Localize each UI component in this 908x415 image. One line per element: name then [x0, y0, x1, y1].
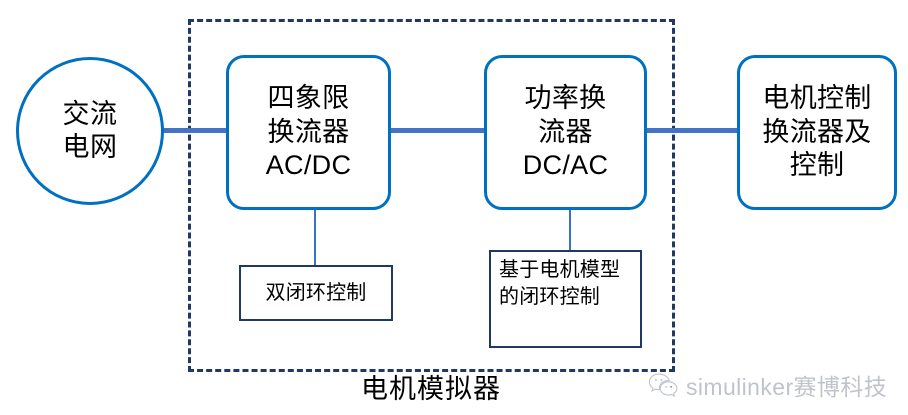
group-caption-motor-simulator: 电机模拟器: [361, 374, 501, 404]
node-model-based-closed-loop-control[interactable]: 基于电机模型的闭环控制: [489, 250, 642, 348]
node-ac-grid[interactable]: 交流电网: [16, 57, 164, 205]
node-motor-control-converter-label: 电机控制换流器及控制: [762, 83, 872, 181]
watermark: simulinker赛博科技: [648, 368, 887, 402]
node-dual-closed-loop-control[interactable]: 双闭环控制: [239, 265, 393, 321]
connector-power-converter-to-motor-control: [645, 128, 740, 133]
node-dual-closed-loop-control-label: 双闭环控制: [265, 281, 367, 304]
connector-grid-to-four-quadrant: [162, 128, 229, 133]
connector-four-quadrant-to-power-converter: [389, 128, 487, 133]
watermark-text: simulinker赛博科技: [686, 374, 888, 400]
connector-power-converter-to-model-loop: [569, 208, 571, 251]
connector-four-quadrant-to-dual-loop: [314, 208, 316, 266]
motor-simulator-group-boundary: [188, 19, 675, 372]
node-motor-control-converter[interactable]: 电机控制换流器及控制: [737, 55, 897, 210]
wechat-icon: [648, 373, 678, 398]
node-model-based-closed-loop-control-label: 基于电机模型的闭环控制: [499, 259, 621, 308]
node-ac-grid-label: 交流电网: [62, 99, 118, 162]
